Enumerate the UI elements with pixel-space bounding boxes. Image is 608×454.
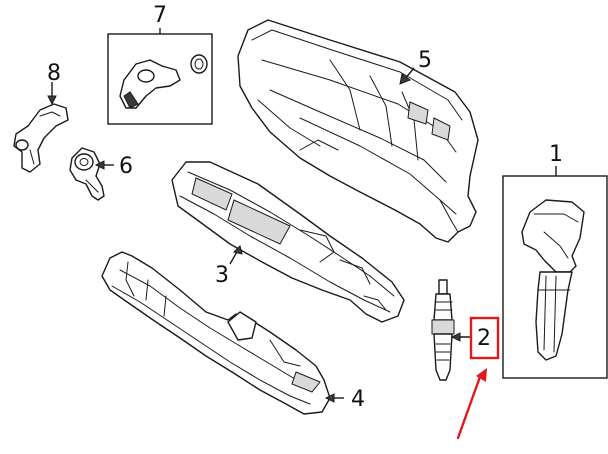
red-arrow-icon (476, 368, 487, 382)
arrow-2-icon (450, 332, 461, 342)
part-5-engine-cover[interactable] (237, 19, 479, 243)
callout-1: 1 (549, 142, 563, 167)
callout-3: 3 (215, 263, 229, 288)
arrow-5-icon (399, 73, 412, 85)
callout-4: 4 (351, 387, 365, 412)
callout-8: 8 (47, 61, 61, 86)
part-2-highlight (456, 316, 500, 440)
leader-lines (47, 28, 557, 403)
part-7-cam-sensor-box[interactable] (107, 33, 213, 125)
callout-7: 7 (153, 3, 167, 28)
part-4-bracket[interactable] (101, 251, 331, 415)
arrow-4-icon (324, 393, 335, 403)
part-2-spark-plug[interactable] (431, 279, 455, 381)
callout-labels: 7 8 6 5 3 4 1 2 (47, 3, 563, 412)
callout-2: 2 (477, 326, 491, 351)
part-6-knock-sensor[interactable] (69, 147, 105, 201)
callout-5: 5 (418, 48, 432, 73)
part-8-crank-sensor[interactable] (13, 103, 69, 173)
part-3-lower-cover[interactable] (171, 161, 405, 323)
arrow-6-icon (94, 160, 105, 170)
arrow-3-icon (233, 245, 243, 255)
callout-6: 6 (119, 154, 133, 179)
part-1-frame (502, 175, 608, 379)
arrow-8-icon (47, 95, 57, 106)
part-1-ignition-coil-box[interactable] (502, 175, 608, 379)
highlight-box (469, 316, 500, 360)
o-ring-icon (190, 54, 208, 74)
